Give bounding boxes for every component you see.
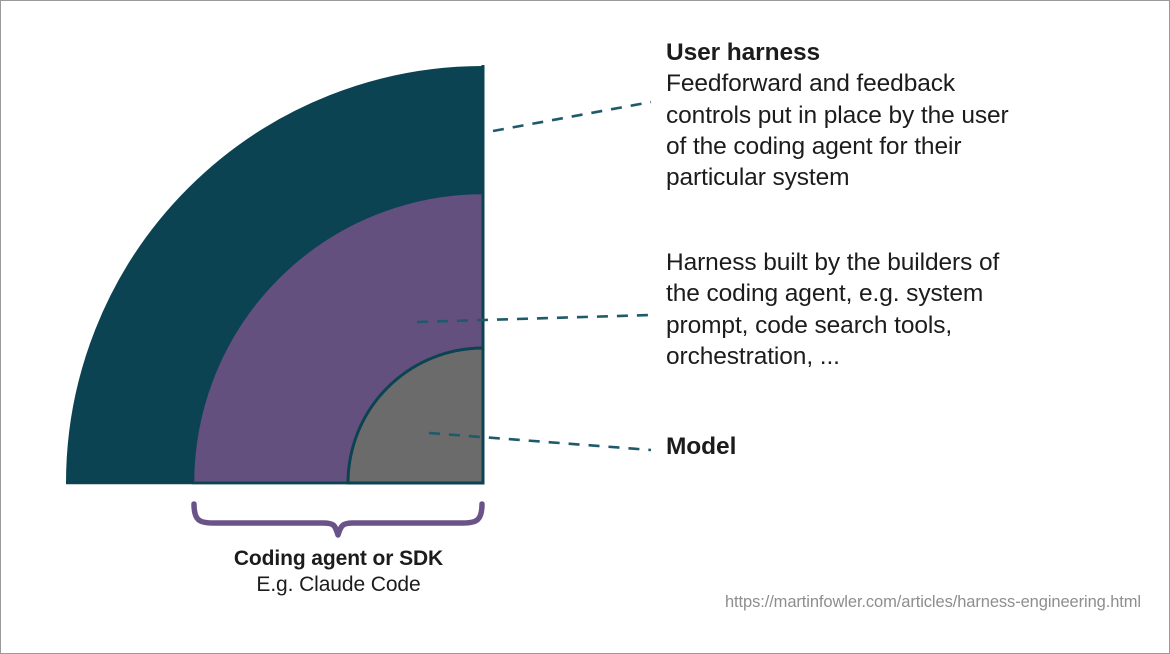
leader-line-user-harness	[492, 100, 652, 133]
coding-agent-brace	[191, 501, 485, 538]
annotation-agent-harness-body: Harness built by the builders of the cod…	[666, 249, 1000, 371]
ring-model[interactable]	[346, 346, 485, 485]
annotation-user-harness-body: Feedforward and feedback controls put in…	[666, 70, 1009, 192]
annotation-user-harness: User harness Feedforward and feedback co…	[666, 37, 1136, 194]
brace-caption-line2: E.g. Claude Code	[256, 573, 421, 597]
brace-caption-line1: Coding agent or SDK	[233, 547, 444, 570]
annotation-model: Model	[666, 431, 966, 462]
leader-line-model	[428, 431, 652, 452]
brace-caption: Coding agent or SDK E.g. Claude Code	[131, 546, 546, 598]
annotation-model-title: Model	[666, 433, 737, 460]
annotation-user-harness-title: User harness	[666, 39, 821, 66]
source-url[interactable]: https://martinfowler.com/articles/harnes…	[724, 593, 1141, 611]
annotation-agent-harness: Harness built by the builders of the cod…	[666, 247, 1136, 372]
